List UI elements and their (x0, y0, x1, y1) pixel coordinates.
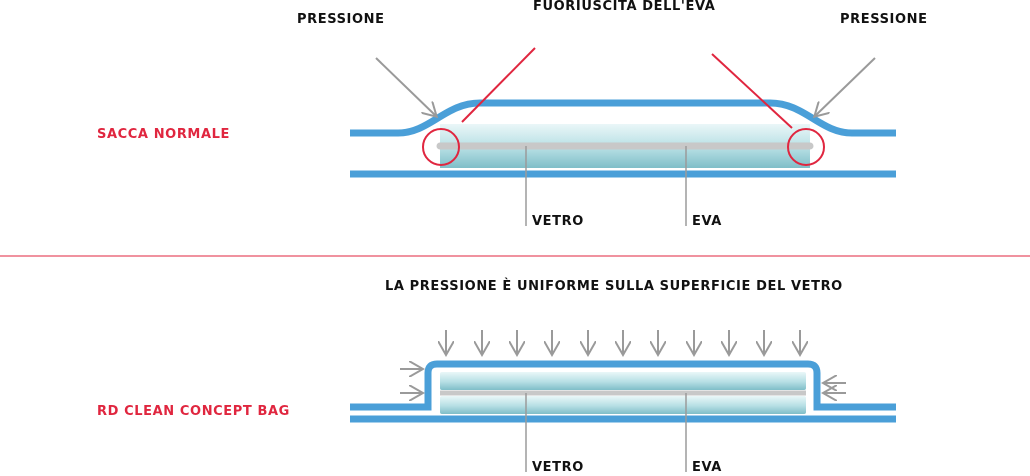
top-leak-pointer-right (711, 53, 793, 129)
bottom-glass-upper (440, 372, 806, 390)
bottom-glass-lower (440, 396, 806, 414)
top-glass-label: VETRO (532, 214, 584, 229)
bottom-diagram: LA PRESSIONE È UNIFORME SULLA SUPERFICIE… (97, 278, 896, 475)
top-bag-upper-film (350, 99, 896, 137)
top-side-label: SACCA NORMALE (97, 127, 230, 142)
top-eva-label: EVA (692, 214, 722, 229)
top-leak-circle-right (787, 128, 825, 166)
bottom-side-label: RD CLEAN CONCEPT BAG (97, 404, 290, 419)
top-leak-pointer-left (461, 47, 536, 123)
top-pressure-arrow-right (815, 57, 876, 116)
bottom-pressure-arrows-sides (400, 369, 846, 393)
bottom-eva-label: EVA (692, 460, 722, 475)
bottom-bag-upper-film (350, 360, 896, 411)
bottom-pressure-arrows-top (446, 330, 800, 354)
top-pressure-right-label: PRESSIONE (840, 12, 928, 27)
top-eva-leak-label: FUORIUSCITA DELL'EVA (533, 0, 715, 14)
top-leak-circle-left (422, 128, 460, 166)
top-pressure-left-label: PRESSIONE (297, 12, 385, 27)
bottom-title: LA PRESSIONE È UNIFORME SULLA SUPERFICIE… (385, 278, 843, 294)
top-diagram: PRESSIONE FUORIUSCITA DELL'EVA PRESSIONE… (97, 0, 928, 229)
top-pressure-arrow-left (375, 57, 436, 116)
bottom-glass-label: VETRO (532, 460, 584, 475)
